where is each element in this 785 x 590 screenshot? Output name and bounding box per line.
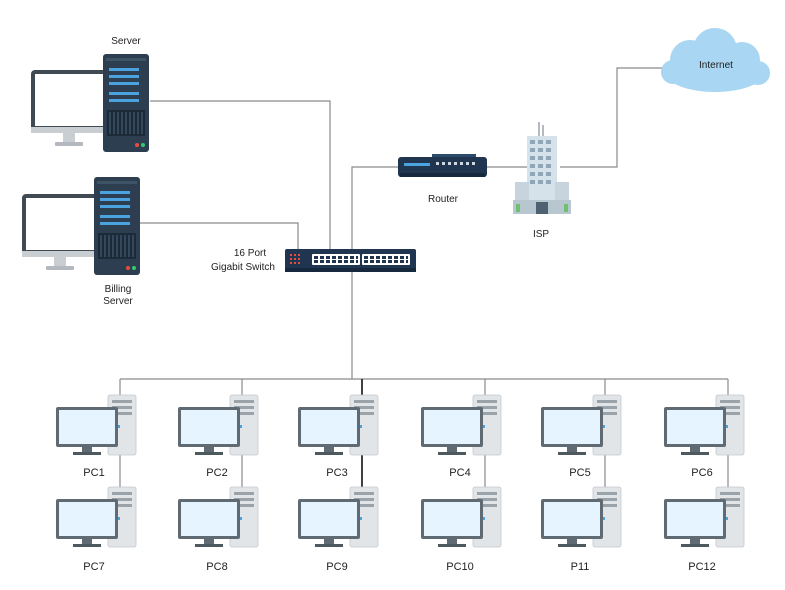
pc-label: PC10	[446, 561, 474, 573]
pc-label: PC9	[326, 561, 347, 573]
internet-label: Internet	[699, 60, 733, 71]
isp-label: ISP	[533, 229, 549, 240]
pc-icon	[420, 486, 502, 548]
cable-server-to-switch	[150, 100, 331, 249]
billing-monitor-icon	[22, 194, 98, 270]
server-workstation	[31, 54, 149, 152]
pc-label: PC1	[83, 467, 104, 479]
cable-billing-to-switch	[140, 222, 299, 250]
pc-icon	[177, 394, 259, 456]
switch-label-line1: 16 Port	[234, 248, 266, 259]
pc-label: P11	[571, 561, 590, 573]
pc-top-labels: PC1 PC2 PC3 PC4 PC5 PC6	[83, 467, 712, 479]
billing-server-label-line1: Billing	[105, 284, 132, 295]
billing-server-workstation	[22, 177, 140, 275]
switch-label-line2: Gigabit Switch	[211, 262, 275, 273]
pc-label: PC2	[206, 467, 227, 479]
pc-icon	[540, 486, 622, 548]
pc-label: PC6	[691, 467, 712, 479]
internet-cloud-icon	[661, 28, 770, 92]
pc-label: PC3	[326, 467, 347, 479]
pc-label: PC12	[688, 561, 716, 573]
cable-switch-to-router	[351, 166, 398, 249]
pc-label: PC4	[449, 467, 470, 479]
pc-bottom-labels: PC7 PC8 PC9 PC10 P11 PC12	[83, 561, 715, 573]
router-icon	[398, 154, 487, 177]
pc-icon	[663, 394, 745, 456]
pc-icon	[297, 486, 379, 548]
server-rack-icon	[103, 54, 149, 152]
pc-icon	[177, 486, 259, 548]
pc-label: PC7	[83, 561, 104, 573]
pc-icon	[297, 394, 379, 456]
pc-icon	[420, 394, 502, 456]
pc-icon	[55, 486, 137, 548]
billing-server-label-line2: Server	[103, 296, 133, 307]
cable-isp-to-internet	[560, 67, 664, 168]
network-cables	[119, 67, 729, 487]
pc-label: PC8	[206, 561, 227, 573]
pc-bottom-row	[55, 486, 745, 548]
pc-icon	[540, 394, 622, 456]
server-label: Server	[111, 36, 141, 47]
server-monitor-icon	[31, 70, 107, 146]
router-label: Router	[428, 194, 459, 205]
gigabit-switch-icon	[285, 249, 416, 272]
pc-top-row	[55, 394, 745, 456]
pc-icon	[663, 486, 745, 548]
isp-building-icon	[513, 122, 571, 214]
billing-rack-icon	[94, 177, 140, 275]
pc-label: PC5	[569, 467, 590, 479]
pc-icon	[55, 394, 137, 456]
